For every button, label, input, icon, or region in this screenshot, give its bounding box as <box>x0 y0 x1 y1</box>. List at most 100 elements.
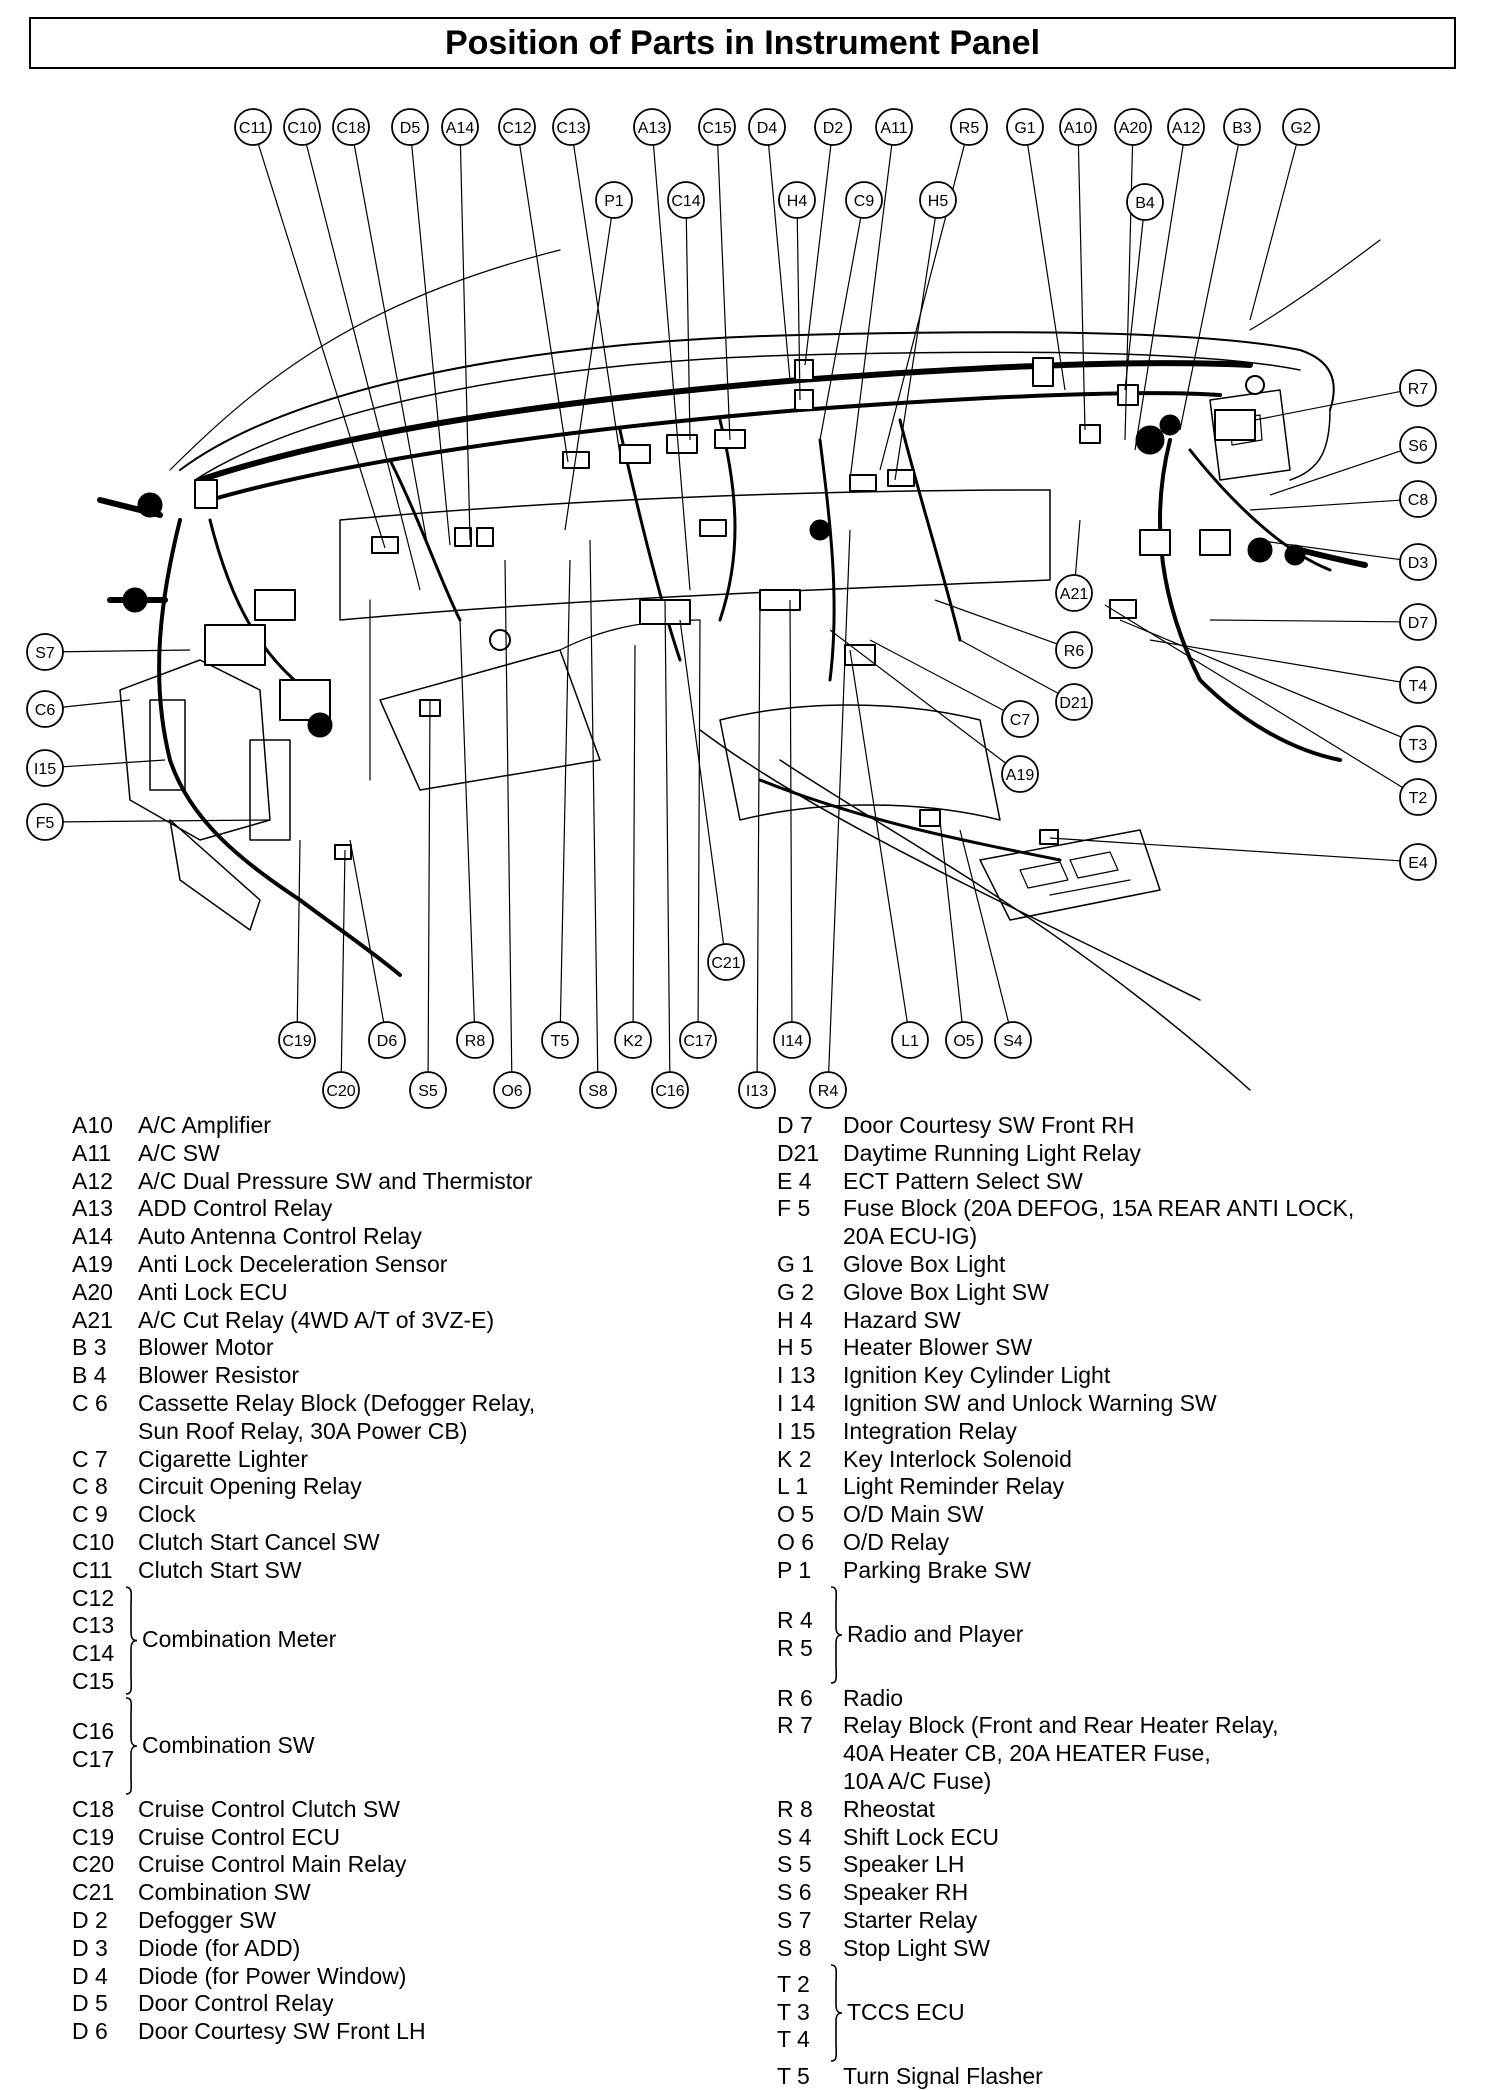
legend-code: G 2 <box>777 1278 815 1305</box>
callout-c21: C21 <box>707 943 745 981</box>
leader-line-c10 <box>305 144 421 591</box>
legend-desc: A/C Dual Pressure SW and Thermistor <box>138 1167 533 1194</box>
legend-desc: Relay Block (Front and Rear Heater Relay… <box>843 1712 1279 1739</box>
callout-c17: C17 <box>679 1021 717 1059</box>
callout-circle <box>1167 108 1205 146</box>
callout-b4: B4 <box>1126 183 1164 221</box>
callout-circle <box>1059 108 1097 146</box>
legend-code: C15 <box>72 1667 115 1694</box>
callout-r7: R7 <box>1399 369 1437 407</box>
legend-desc-continued: Sun Roof Relay, 30A Power CB) <box>138 1417 468 1444</box>
callout-circle <box>1126 183 1164 221</box>
callout-a10: A10 <box>1059 108 1097 146</box>
legend-code: R 5 <box>777 1634 813 1661</box>
legend-desc: Fuse Block (20A DEFOG, 15A REAR ANTI LOC… <box>843 1195 1355 1222</box>
callout-a21: A21 <box>1055 574 1093 612</box>
callout-s7: S7 <box>26 633 64 671</box>
leader-line-i14 <box>789 599 793 1023</box>
callout-a19: A19 <box>1001 755 1039 793</box>
callout-circle <box>26 690 64 728</box>
callout-label: S5 <box>418 1083 438 1100</box>
callout-c18: C18 <box>332 108 370 146</box>
leader-line-c20 <box>340 849 346 1073</box>
callout-label: H4 <box>787 193 808 210</box>
callout-c6: C6 <box>26 690 64 728</box>
legend-desc: Shift Lock ECU <box>843 1823 999 1850</box>
callout-label: S4 <box>1003 1033 1023 1050</box>
callout-a13: A13 <box>633 108 671 146</box>
callout-label: B3 <box>1232 120 1252 137</box>
leader-line-b3 <box>1179 144 1239 431</box>
callout-circle <box>1001 755 1039 793</box>
callout-e4: E4 <box>1399 843 1437 881</box>
legend-desc: Starter Relay <box>843 1906 978 1933</box>
legend-code: L 1 <box>777 1473 809 1500</box>
legend-code: D 3 <box>72 1934 108 1961</box>
callout-label: S7 <box>35 645 55 662</box>
callout-circle <box>595 181 633 219</box>
callout-label: C19 <box>282 1033 311 1050</box>
legend-desc: Door Courtesy SW Front RH <box>843 1112 1135 1138</box>
legend-desc: Ignition SW and Unlock Warning SW <box>843 1389 1217 1416</box>
legend-code: C 6 <box>72 1389 108 1416</box>
callout-label: C20 <box>326 1083 355 1100</box>
leader-line-c12 <box>519 144 569 463</box>
callout-circle <box>1223 108 1261 146</box>
leader-line-r6 <box>934 599 1058 645</box>
legend-code: A14 <box>72 1223 113 1250</box>
leader-line-r4 <box>828 529 851 1073</box>
callout-label: G1 <box>1014 120 1035 137</box>
page-title: Position of Parts in Instrument Panel <box>444 23 1041 62</box>
brace-icon <box>829 1585 843 1685</box>
callout-circle <box>1399 843 1437 881</box>
callout-g1: G1 <box>1006 108 1044 146</box>
legend-code: R 6 <box>777 1684 813 1711</box>
callout-s6: S6 <box>1399 426 1437 464</box>
legend-code: D 5 <box>72 1990 108 2017</box>
legend-code: F 5 <box>777 1195 811 1222</box>
legend-desc: O/D Main SW <box>843 1501 984 1528</box>
leader-line-c7 <box>869 639 1005 712</box>
callout-label: S8 <box>588 1083 608 1100</box>
callout-label: C6 <box>35 702 56 719</box>
leader-line-c9 <box>819 217 862 441</box>
leader-line-a12 <box>1134 144 1184 451</box>
callout-label: A13 <box>638 120 667 137</box>
callout-label: R6 <box>1064 643 1085 660</box>
callout-label: B4 <box>1135 195 1155 212</box>
callout-circle <box>994 1021 1032 1059</box>
leader-line-c6 <box>62 699 131 708</box>
callout-circle <box>391 108 429 146</box>
legend-desc: Door Control Relay <box>138 1990 334 2017</box>
callout-i13: I13 <box>738 1071 776 1109</box>
callout-a11: A11 <box>875 108 913 146</box>
leader-line-c19 <box>296 839 301 1023</box>
callout-c19: C19 <box>278 1021 316 1059</box>
legend-code: A19 <box>72 1250 113 1277</box>
callout-label: D3 <box>1408 555 1429 572</box>
callout-b3: B3 <box>1223 108 1261 146</box>
callout-label: T4 <box>1409 678 1428 695</box>
legend-code: A11 <box>72 1139 112 1166</box>
legend-desc: A/C Cut Relay (4WD A/T of 3VZ-E) <box>138 1306 495 1333</box>
legend-desc: O/D Relay <box>843 1528 950 1555</box>
legend-code: B 4 <box>72 1362 107 1389</box>
